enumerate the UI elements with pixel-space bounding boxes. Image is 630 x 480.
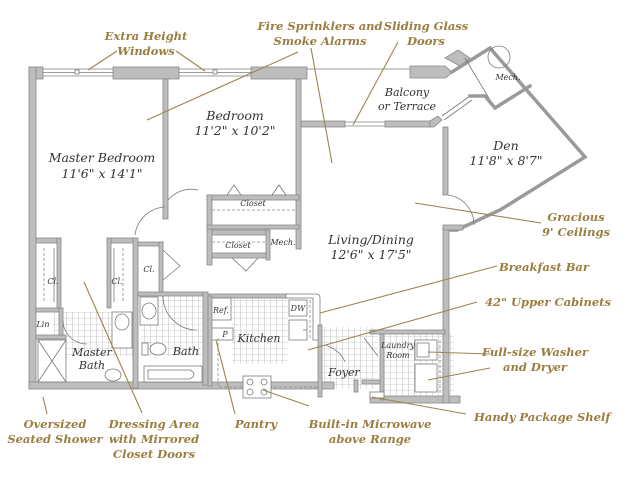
callout-upper-cabinets: 42" Upper Cabinets bbox=[485, 295, 611, 309]
bath-label: Bath bbox=[172, 345, 199, 358]
sliding-glass-door bbox=[344, 121, 386, 127]
leader-lines bbox=[42, 41, 542, 415]
closet-label: Cl. bbox=[47, 277, 58, 286]
linen-label: Lin bbox=[35, 320, 49, 329]
callout-dressing-area-2: with Mirrored bbox=[109, 432, 199, 446]
callout-microwave: Built-in Microwave bbox=[308, 417, 432, 431]
callout-breakfast-bar: Breakfast Bar bbox=[498, 260, 590, 274]
bedroom-size: 11'2" x 10'2" bbox=[194, 123, 275, 138]
callout-seated-shower-2: Seated Shower bbox=[7, 432, 103, 446]
closet-label: Closet bbox=[240, 199, 266, 208]
callout-sliding-glass-doors-2: Doors bbox=[406, 34, 445, 48]
toilet-icon bbox=[104, 368, 122, 382]
callout-fire-sprinklers: Fire Sprinklers and bbox=[256, 19, 382, 33]
kitchen-label: Kitchen bbox=[237, 332, 281, 345]
bathtub bbox=[143, 365, 203, 383]
callout-gracious-ceilings-2: 9' Ceilings bbox=[542, 225, 611, 239]
dishwasher bbox=[288, 299, 308, 317]
den-label: Den bbox=[492, 138, 518, 153]
callout-extra-height-windows: Extra Height bbox=[104, 29, 188, 43]
room-labels: Master Bedroom 11'6" x 14'1" Bedroom 11'… bbox=[35, 73, 542, 379]
sink-icon bbox=[141, 302, 157, 320]
callout-sliding-glass-doors: Sliding Glass bbox=[384, 19, 469, 33]
interior-walls bbox=[35, 45, 533, 401]
callout-pantry: Pantry bbox=[234, 417, 279, 431]
master-bath-label: Master bbox=[71, 346, 112, 359]
closet-label: Closet bbox=[225, 241, 251, 250]
closet-label: Cl. bbox=[143, 265, 154, 274]
toilet-icon bbox=[149, 342, 167, 356]
master-bath-label-2: Bath bbox=[78, 359, 105, 372]
balcony-label: Balcony bbox=[384, 86, 430, 99]
callout-microwave-2: above Range bbox=[329, 432, 411, 446]
callouts: Extra Height Windows Fire Sprinklers and… bbox=[7, 19, 612, 461]
closet-label: Cl. bbox=[111, 277, 122, 286]
callout-fire-sprinklers-2: Smoke Alarms bbox=[274, 34, 367, 48]
callout-washer-dryer: Full-size Washer bbox=[481, 345, 589, 359]
balcony-label-2: or Terrace bbox=[378, 100, 437, 113]
sink-icon bbox=[114, 313, 130, 331]
foyer-floor bbox=[322, 327, 378, 389]
refrigerator-label: Ref. bbox=[212, 306, 229, 315]
callout-washer-dryer-2: and Dryer bbox=[503, 360, 568, 374]
bedroom-label: Bedroom bbox=[205, 108, 263, 123]
master-bedroom-size: 11'6" x 14'1" bbox=[61, 166, 142, 181]
living-dining-label: Living/Dining bbox=[327, 232, 414, 247]
foyer-label: Foyer bbox=[327, 366, 360, 379]
water-heater-icon bbox=[487, 45, 511, 69]
dryer bbox=[414, 363, 438, 393]
dishwasher-label: DW bbox=[290, 304, 306, 313]
range bbox=[242, 375, 272, 399]
callout-dressing-area: Dressing Area bbox=[108, 417, 200, 431]
living-dining-size: 12'6" x 17'5" bbox=[330, 247, 411, 262]
mech-label: Mech. bbox=[494, 73, 520, 82]
pantry-label: P bbox=[221, 330, 228, 339]
mech-label: Mech. bbox=[269, 238, 295, 247]
kitchen-floor bbox=[232, 294, 288, 364]
callout-seated-shower: Oversized bbox=[24, 417, 87, 431]
master-bedroom-label: Master Bedroom bbox=[48, 150, 156, 165]
callout-gracious-ceilings: Gracious bbox=[547, 210, 605, 224]
laundry-label: Laundry bbox=[380, 341, 415, 350]
callout-package-shelf: Handy Package Shelf bbox=[473, 410, 612, 424]
callout-extra-height-windows-2: Windows bbox=[117, 44, 175, 58]
den-size: 11'8" x 8'7" bbox=[469, 153, 542, 168]
laundry-label-2: Room bbox=[385, 351, 410, 360]
callout-dressing-area-3: Closet Doors bbox=[113, 447, 196, 461]
